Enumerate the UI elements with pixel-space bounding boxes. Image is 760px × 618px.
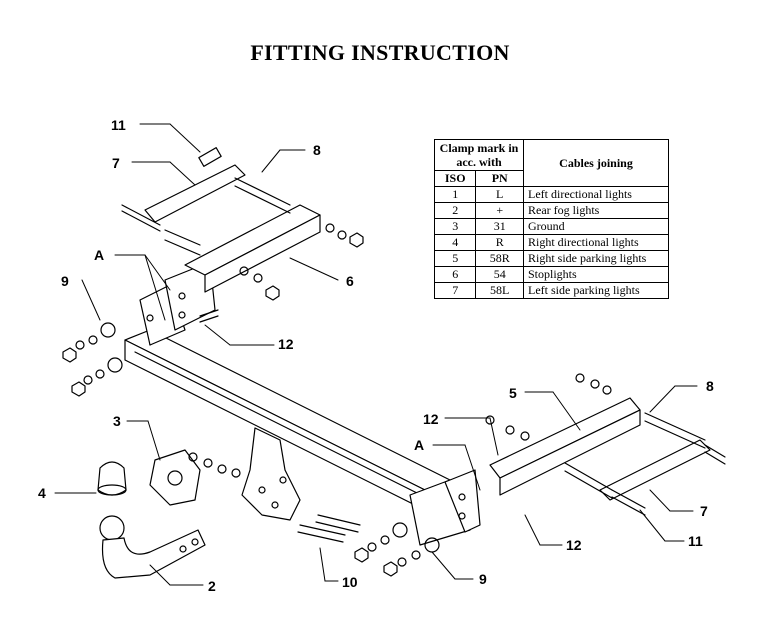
header-clamp-mark: Clamp mark in acc. with [434,139,524,171]
callout-9-bottom: 9 [479,571,487,587]
callout-4: 4 [38,485,46,501]
cable-description: Right side parking lights [523,250,669,267]
cable-description: Rear fog lights [523,202,669,219]
header-iso: ISO [433,170,477,187]
callout-a-right: A [414,437,424,453]
socket-bracket [149,449,241,506]
cable-description: Right directional lights [523,234,669,251]
callout-12-left: 12 [278,336,294,352]
callout-2: 2 [208,578,216,594]
right-upper-rail [485,373,726,516]
ball-mount-plate [241,427,301,521]
iso-cell: 5 [433,250,477,267]
left-upper-rail [121,147,321,293]
callout-11-right: 11 [688,533,703,549]
callout-8-right: 8 [706,378,714,394]
ball-cap [97,461,127,496]
cables-joining-table: Clamp mark in acc. with Cables joining I… [433,139,669,299]
header-cables-joining: Cables joining [523,139,669,187]
table-row: 2 + Rear fog lights [433,202,669,219]
table-row: 3 31 Ground [433,218,669,235]
callout-7-right: 7 [700,503,708,519]
table-row: 1 L Left directional lights [433,186,669,203]
pn-cell: R [475,234,524,251]
iso-cell: 3 [433,218,477,235]
iso-cell: 1 [433,186,477,203]
iso-cell: 2 [433,202,477,219]
callout-11-left: 11 [111,117,126,133]
pn-cell: 31 [475,218,524,235]
callout-5-right: 5 [509,385,517,401]
left-nuts-washers [62,223,364,397]
cable-description: Ground [523,218,669,235]
header-pn: PN [475,170,524,187]
callout-7-left: 7 [112,155,120,171]
pn-cell: + [475,202,524,219]
callout-3: 3 [113,413,121,429]
tow-ball-neck [99,515,206,579]
callout-12-right: 12 [423,411,439,427]
table-row: 4 R Right directional lights [433,234,669,251]
cable-description: Stoplights [523,266,669,283]
cable-description: Left directional lights [523,186,669,203]
callout-a-left: A [94,247,104,263]
leader-lines [54,123,698,586]
right-mounting-bracket [409,469,481,546]
pn-cell: 58R [475,250,524,267]
table-row: 6 54 Stoplights [433,266,669,283]
table-row: 7 58L Left side parking lights [433,282,669,299]
iso-cell: 7 [433,282,477,299]
iso-cell: 6 [433,266,477,283]
callout-10: 10 [342,574,358,590]
pn-cell: 58L [475,282,524,299]
cable-description: Left side parking lights [523,282,669,299]
callout-6-left: 6 [346,273,354,289]
table-row: 5 58R Right side parking lights [433,250,669,267]
page-title: FITTING INSTRUCTION [250,40,510,65]
callout-8-left: 8 [313,142,321,158]
iso-cell: 4 [433,234,477,251]
pn-cell: L [475,186,524,203]
callout-12-right-bottom: 12 [566,537,582,553]
callout-9-left: 9 [61,273,69,289]
pn-cell: 54 [475,266,524,283]
callout-labels: 11 7 8 A 9 6 12 3 4 2 10 9 12 A 5 8 7 11… [38,117,714,594]
bottom-bolts-washers [297,514,440,577]
